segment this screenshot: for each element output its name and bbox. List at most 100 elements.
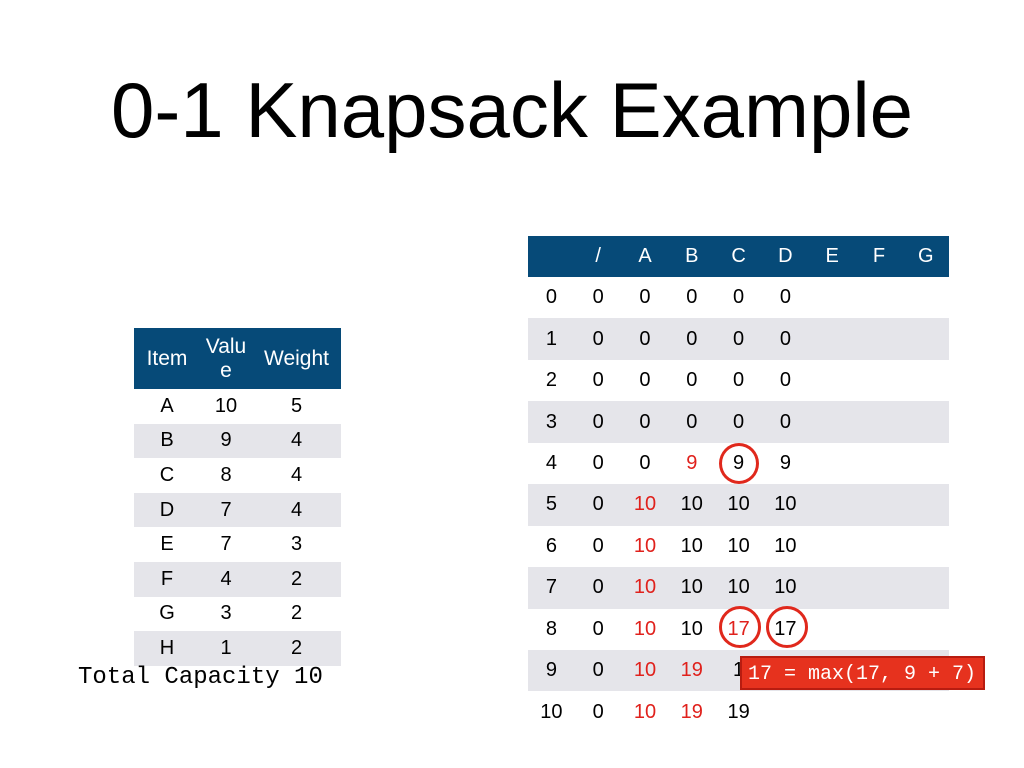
dp-value-cell: 0 xyxy=(592,493,604,516)
item-value: 8 xyxy=(220,463,232,486)
item-name: H xyxy=(159,636,175,659)
dp-value-cell: 10 xyxy=(774,493,797,516)
item-row: F 4 2 xyxy=(134,561,341,597)
dp-header-cell: F xyxy=(872,245,886,267)
dp-value-cell: 19 xyxy=(680,659,703,682)
dp-value-cell: 10 xyxy=(680,617,703,640)
dp-value-cell: 0 xyxy=(779,327,791,350)
highlight-circle-row8-colD xyxy=(766,606,808,648)
dp-value-cell: 10 xyxy=(633,493,657,516)
dp-value-cell: 0 xyxy=(639,286,651,309)
dp-capacity-cell: 1 xyxy=(545,327,557,350)
dp-value-cell: 0 xyxy=(639,369,651,392)
item-name: G xyxy=(159,602,175,625)
dp-value-cell: 10 xyxy=(633,700,657,723)
dp-header-cell: B xyxy=(685,245,699,267)
header-weight: Weight xyxy=(264,346,329,370)
dp-value-cell: 0 xyxy=(733,327,745,350)
dp-capacity-cell: 10 xyxy=(540,700,563,723)
dp-capacity-cell: 4 xyxy=(545,451,557,474)
dp-value-cell: 10 xyxy=(680,534,703,557)
dp-value-cell: 0 xyxy=(592,617,604,640)
item-name: B xyxy=(160,429,174,452)
dp-value-cell: 19 xyxy=(680,700,703,723)
item-weight: 4 xyxy=(290,463,303,486)
dp-value-cell: 0 xyxy=(686,410,698,433)
dp-value-cell: 0 xyxy=(686,369,698,392)
item-row: D 7 4 xyxy=(134,492,341,528)
item-value: 3 xyxy=(220,602,232,625)
dp-value-cell: 0 xyxy=(733,369,745,392)
item-row: E 7 3 xyxy=(134,527,341,562)
dp-value-cell: 10 xyxy=(727,493,750,516)
highlight-circle-row4-colC xyxy=(719,443,759,484)
item-weight: 5 xyxy=(290,394,303,417)
item-name: E xyxy=(160,533,174,556)
dp-header-cell: E xyxy=(825,245,839,267)
dp-value-cell: 0 xyxy=(592,534,604,557)
header-item: Item xyxy=(146,346,188,370)
dp-value-cell: 0 xyxy=(592,451,604,474)
item-value: 1 xyxy=(220,636,232,659)
header-value: Valu e xyxy=(205,334,247,382)
dp-value-cell: 0 xyxy=(733,286,745,309)
dp-value-cell: 9 xyxy=(779,451,791,474)
dp-value-cell: 10 xyxy=(633,659,657,682)
item-value: 10 xyxy=(214,394,238,417)
dp-header-cell: D xyxy=(778,245,793,267)
dp-value-cell: 0 xyxy=(592,576,604,599)
dp-value-cell: 10 xyxy=(633,617,657,640)
item-name: D xyxy=(159,498,175,521)
total-capacity-label: Total Capacity 10 xyxy=(78,664,323,691)
dp-value-cell: 0 xyxy=(779,410,791,433)
item-weight: 4 xyxy=(290,498,303,521)
item-row: H 1 2 xyxy=(134,631,341,666)
dp-value-cell: 10 xyxy=(774,534,797,557)
dp-value-cell: 0 xyxy=(592,369,604,392)
dp-header-cell: C xyxy=(731,245,746,267)
item-name: F xyxy=(160,567,174,590)
dp-value-cell: 1 xyxy=(733,659,745,682)
dp-header-cell: / xyxy=(595,245,601,267)
dp-capacity-cell: 6 xyxy=(545,534,557,557)
dp-capacity-cell: 7 xyxy=(545,576,557,599)
dp-value-cell: 10 xyxy=(680,576,703,599)
formula-callout: 17 = max(17, 9 + 7) xyxy=(740,656,986,690)
dp-value-cell: 0 xyxy=(779,369,791,392)
item-name: C xyxy=(159,463,175,486)
dp-value-cell: 0 xyxy=(779,286,791,309)
dp-value-cell: 0 xyxy=(733,410,745,433)
item-value: 7 xyxy=(220,498,232,521)
dp-capacity-cell: 5 xyxy=(545,493,557,516)
dp-value-cell: 10 xyxy=(727,576,750,599)
item-value: 4 xyxy=(220,567,232,590)
item-value: 7 xyxy=(220,533,232,556)
item-name: A xyxy=(160,394,174,417)
dp-value-cell: 10 xyxy=(633,576,657,599)
item-weight: 3 xyxy=(290,533,303,556)
dp-value-cell: 0 xyxy=(592,659,604,682)
dp-capacity-cell: 0 xyxy=(545,286,557,309)
dp-header-cell: G xyxy=(917,245,934,267)
dp-value-cell: 0 xyxy=(686,286,698,309)
items-table-header: Item Valu e Weight xyxy=(134,328,341,389)
item-weight: 2 xyxy=(290,567,303,590)
dp-value-cell: 0 xyxy=(592,410,604,433)
item-weight: 2 xyxy=(290,602,303,625)
dp-value-cell: 10 xyxy=(633,534,657,557)
dp-value-cell: 0 xyxy=(639,327,651,350)
item-weight: 2 xyxy=(290,636,303,659)
item-row: C 8 4 xyxy=(134,458,341,493)
dp-capacity-cell: 8 xyxy=(545,617,557,640)
item-weight: 4 xyxy=(290,429,303,452)
